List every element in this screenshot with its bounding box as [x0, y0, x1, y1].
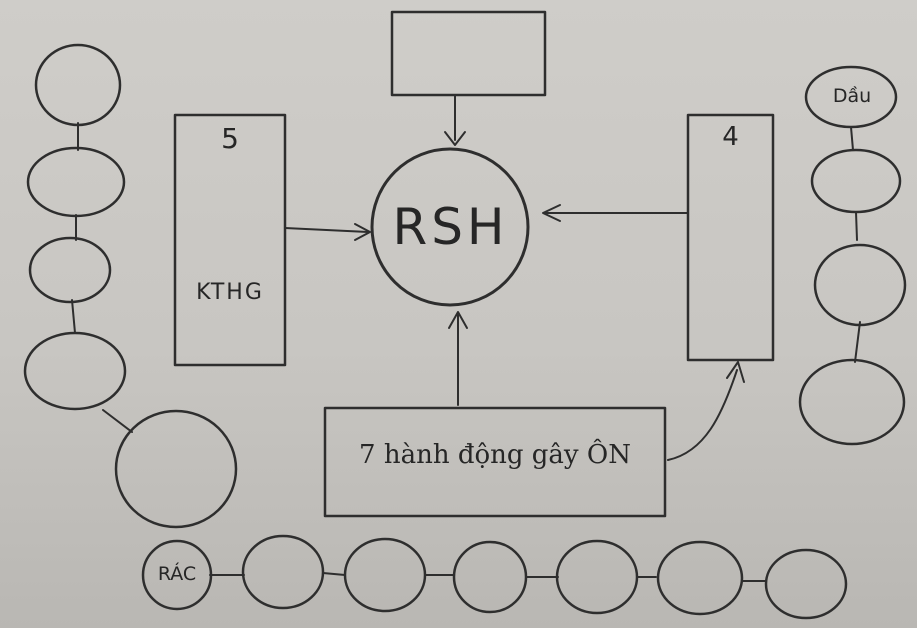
center-circle: [370, 147, 530, 307]
left-chain-circle-2: [26, 146, 126, 218]
bottom-chain-label-1: RÁC: [157, 563, 197, 585]
arrow-bottom-box-to-right-box: [667, 369, 738, 461]
left-chain-circle-4: [23, 331, 127, 411]
connector-right-2-3: [855, 211, 858, 241]
connector-bottom-2-3: [322, 572, 346, 576]
right-chain-label-1: Dầu: [832, 85, 872, 107]
arrowhead-curve: [726, 361, 745, 383]
arrow-left-to-center: [284, 227, 369, 233]
connector-right-1-2: [850, 126, 854, 151]
arrowhead-left: [354, 223, 371, 241]
bottom-chain-circle-2: [241, 534, 325, 610]
bottom-chain-circle-7: [764, 548, 848, 620]
arrowhead-right: [542, 204, 561, 222]
bottom-chain-circle-4: [452, 540, 528, 614]
right-chain-circle-1: [804, 65, 898, 129]
left-box: [173, 113, 287, 367]
center-label: RSH: [392, 198, 509, 256]
arrowhead-top: [444, 131, 466, 146]
left-chain-circle-5: [114, 409, 238, 529]
bottom-box-label: 7 hành động gây ÔN: [359, 440, 631, 470]
connector-left-3-4: [71, 299, 76, 334]
right-chain-circle-3: [813, 243, 907, 327]
left-box-number: 5: [221, 122, 239, 155]
bottom-chain-circle-6: [656, 540, 744, 616]
arrowhead-bottom: [448, 311, 468, 329]
left-chain-circle-3: [28, 236, 112, 304]
right-chain-circle-4: [798, 358, 906, 446]
left-box-acronym: KTHG: [196, 280, 264, 305]
bottom-chain-circle-5: [555, 539, 639, 615]
right-chain-circle-2: [810, 148, 902, 214]
left-chain-circle-1: [34, 43, 122, 127]
right-box: [686, 113, 775, 362]
bottom-chain-circle-1: [141, 539, 213, 611]
connector-left-4-5: [102, 409, 133, 433]
bottom-chain-circle-3: [343, 537, 427, 613]
connector-right-3-4: [854, 321, 861, 363]
bottom-box: [323, 406, 667, 518]
right-box-number: 4: [722, 122, 739, 152]
top-box: [390, 10, 547, 97]
